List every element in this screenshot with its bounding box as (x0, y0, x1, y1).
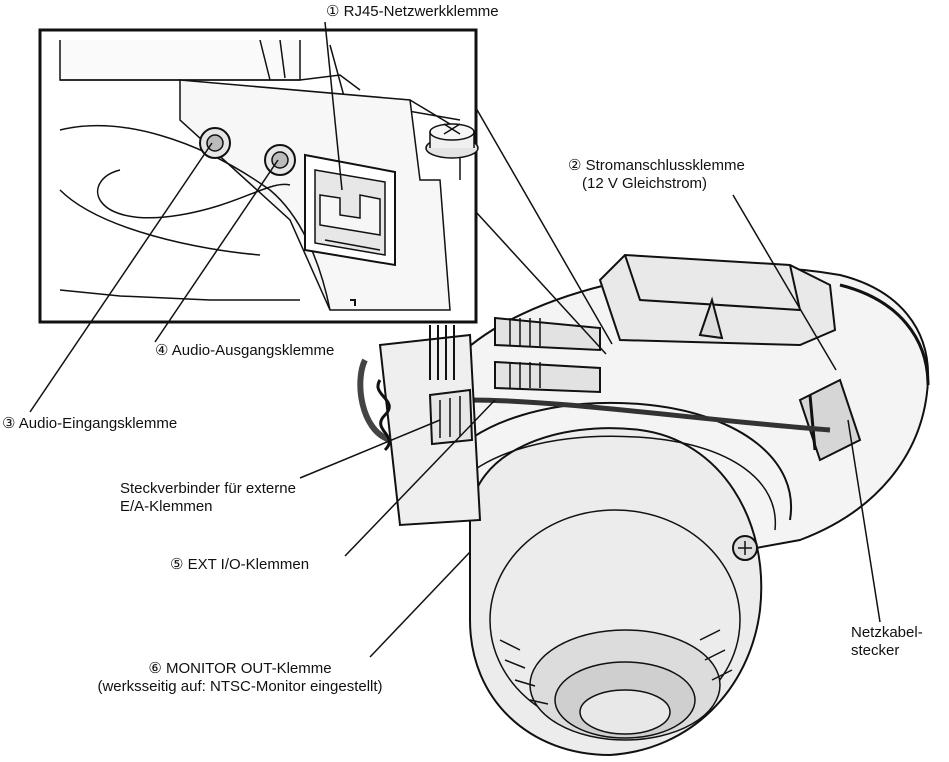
label-audio-in: ③ Audio-Eingangsklemme (2, 415, 178, 432)
label-connector: Steckverbinder für externe E/A-Klemmen (120, 480, 296, 516)
leader-power (732, 194, 837, 371)
label-power-line1: ② Stromanschlussklemme (568, 157, 745, 174)
inset-detail (38, 28, 479, 324)
label-power-cable-line1: Netzkabel- (851, 624, 923, 641)
inset-connector-upper (475, 107, 613, 345)
leader-monitor (369, 551, 471, 658)
inset-connector-lower (475, 211, 607, 355)
label-monitor-line1: ⑥ MONITOR OUT-Klemme (148, 660, 332, 677)
label-rj45: ① RJ45-Netzwerkklemme (326, 3, 499, 20)
label-monitor-line2: (werksseitig auf: NTSC-Monitor eingestel… (97, 678, 383, 695)
label-power-line2: (12 V Gleichstrom) (582, 175, 708, 192)
label-power: ② Stromanschlussklemme (12 V Gleichstrom… (568, 157, 745, 193)
leader-audio-out (154, 159, 279, 343)
leader-rj45 (324, 21, 343, 191)
leader-connector (299, 419, 441, 479)
label-audio-out: ④ Audio-Ausgangsklemme (155, 342, 335, 359)
leader-lines (29, 21, 881, 658)
leader-audio-in (29, 142, 213, 413)
leader-ext-io (344, 399, 496, 557)
camera-body (357, 253, 930, 757)
label-ext-io: ⑤ EXT I/O-Klemmen (170, 556, 310, 573)
label-connector-line2: E/A-Klemmen (120, 498, 213, 515)
label-connector-line1: Steckverbinder für externe (120, 480, 296, 497)
leader-power-cable (847, 419, 881, 623)
label-monitor: ⑥ MONITOR OUT-Klemme (werksseitig auf: N… (12, 660, 468, 696)
label-power-cable-line2: stecker (851, 642, 900, 659)
label-power-cable: Netzkabel- stecker (851, 624, 923, 660)
